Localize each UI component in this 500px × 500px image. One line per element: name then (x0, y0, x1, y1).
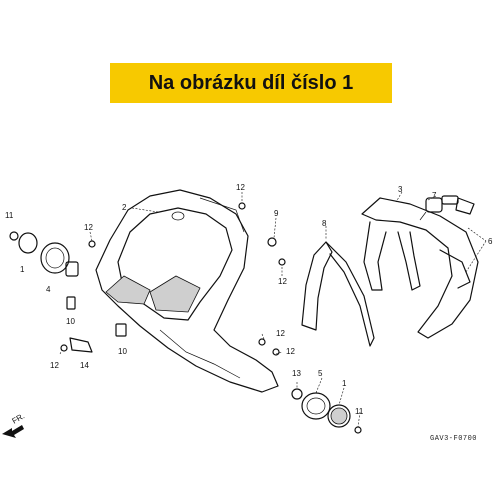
callout-labels: 1 1 2 3 4 5 6 7 8 9 10 10 11 11 12 12 12… (5, 183, 493, 416)
callout-5: 5 (318, 369, 323, 378)
callout-8: 8 (322, 219, 327, 228)
callout-2: 2 (122, 203, 127, 212)
left-cap-group (9, 231, 127, 353)
front-label: FR. (11, 411, 27, 425)
callout-12-bottom-left: 12 (50, 361, 59, 370)
callout-10-top: 10 (66, 317, 75, 326)
front-arrow: FR. (2, 411, 26, 438)
callout-11-right: 11 (355, 407, 364, 416)
callout-10-mid: 10 (118, 347, 127, 356)
curved-strip (301, 241, 375, 347)
callout-12-left: 12 (84, 223, 93, 232)
callout-12-top: 12 (236, 183, 245, 192)
callout-11-left: 11 (5, 211, 14, 220)
pocket-frame (361, 197, 479, 339)
callout-1-left: 1 (20, 265, 25, 274)
callout-14: 14 (80, 361, 89, 370)
title-banner: Na obrázku díl číslo 1 (110, 63, 392, 103)
callout-12-right-upper: 12 (278, 277, 287, 286)
callout-6: 6 (488, 237, 493, 246)
lock-assembly (419, 195, 475, 221)
callout-7: 7 (432, 191, 437, 200)
inner-panel (95, 189, 279, 393)
diagram-code: GAV3-F0700 (430, 435, 477, 443)
callout-13: 13 (292, 369, 301, 378)
right-cap-group (291, 388, 362, 434)
callout-1-right: 1 (342, 379, 347, 388)
callout-12-right-mid: 12 (276, 329, 285, 338)
callout-3: 3 (398, 185, 403, 194)
callout-9: 9 (274, 209, 279, 218)
banner-text: Na obrázku díl číslo 1 (148, 71, 354, 94)
leader-lines (59, 191, 487, 428)
callout-4: 4 (46, 285, 51, 294)
callout-12-right-lower: 12 (286, 347, 295, 356)
